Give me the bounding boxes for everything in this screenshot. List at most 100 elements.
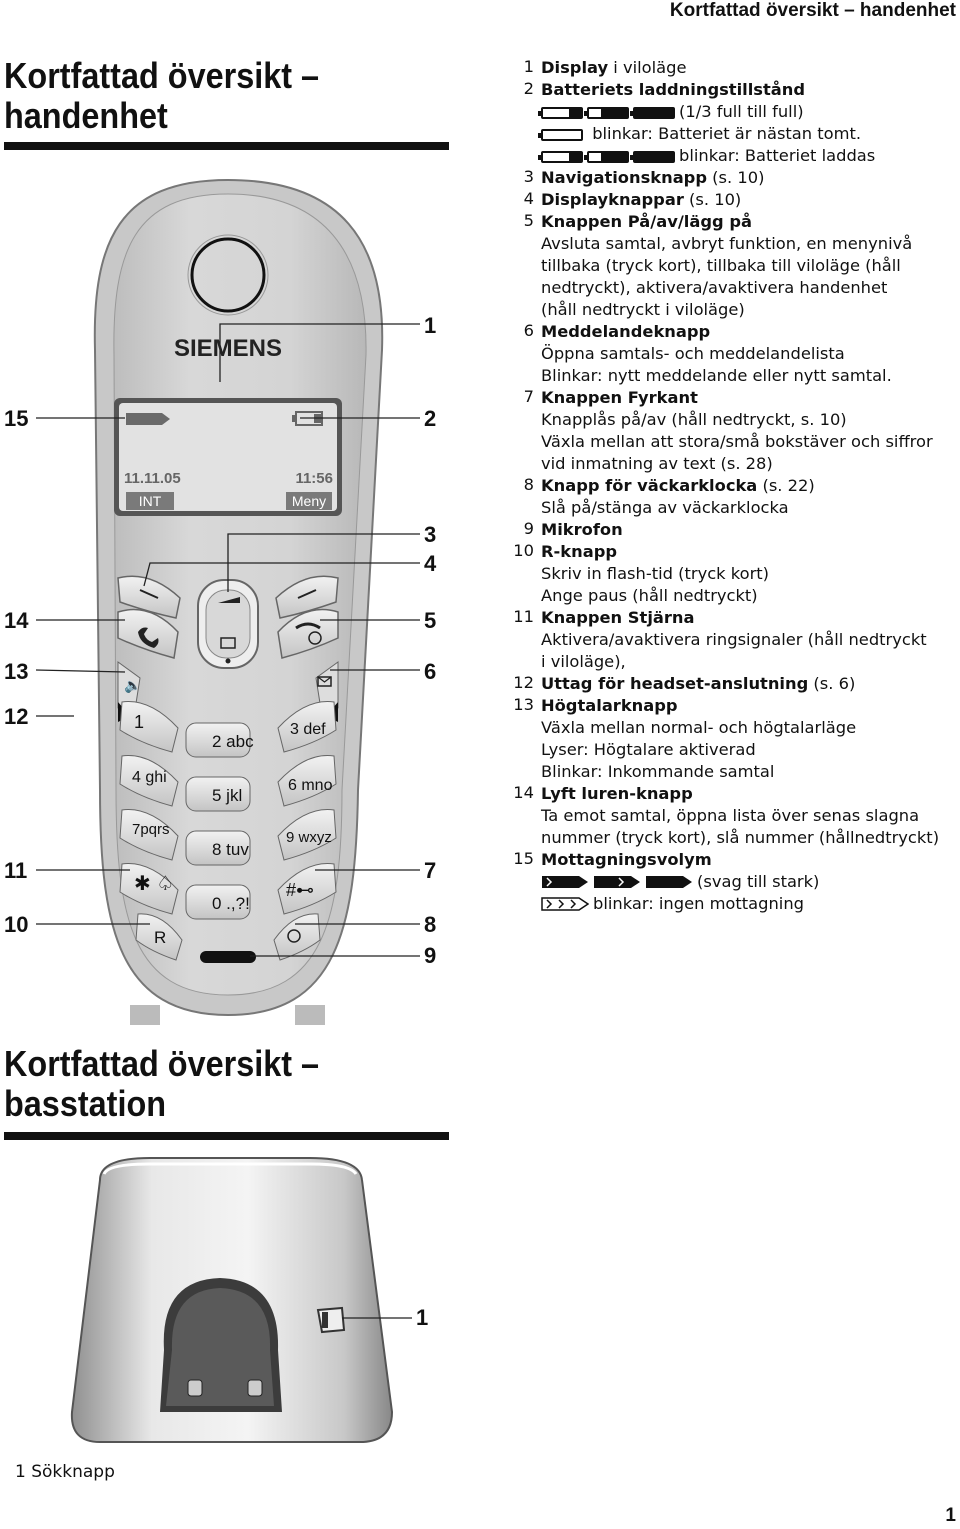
svg-text:9 wxyz: 9 wxyz bbox=[286, 829, 332, 846]
legend-item-14: 14 Lyft luren-knapp Ta emot samtal, öppn… bbox=[508, 783, 953, 849]
svg-text:5 jkl: 5 jkl bbox=[212, 786, 242, 805]
key-0[interactable]: 0 .,?! bbox=[185, 884, 251, 920]
key-star[interactable]: ✱ ♤ bbox=[119, 863, 179, 915]
legend-rest: i viloläge bbox=[608, 58, 687, 77]
legend-title: Batteriets laddningstillstånd bbox=[541, 80, 806, 99]
svg-text:2 abc: 2 abc bbox=[212, 732, 254, 751]
talk-key[interactable] bbox=[117, 608, 179, 659]
legend-item-11: 11 Knappen Stjärna Aktivera/avaktivera r… bbox=[508, 607, 953, 673]
legend-item-8: 8 Knapp för väckarklocka (s. 22) Slå på/… bbox=[508, 475, 953, 519]
key-7[interactable]: 7pqrs bbox=[119, 809, 179, 861]
page-number: 1 bbox=[945, 1505, 956, 1526]
key-4[interactable]: 4 ghi bbox=[119, 755, 179, 807]
key-8[interactable]: 8 tuv bbox=[185, 830, 251, 866]
battery-two-thirds-icon bbox=[584, 151, 629, 163]
signal-weak-icon bbox=[542, 876, 588, 888]
section-rule bbox=[4, 1132, 449, 1140]
legend-title: Navigationsknapp bbox=[541, 168, 707, 187]
battery-third-icon bbox=[538, 107, 583, 119]
section-rule bbox=[4, 142, 449, 150]
legend-number: 8 bbox=[523, 475, 534, 494]
legend-number: 2 bbox=[523, 79, 534, 98]
softkey-right[interactable] bbox=[275, 575, 339, 619]
callout-11: 11 bbox=[4, 858, 28, 883]
legend-line: (1/3 full till full) bbox=[679, 102, 804, 121]
paging-button[interactable] bbox=[316, 1306, 346, 1334]
legend-line: blinkar: Batteriet är nästan tomt. bbox=[592, 124, 862, 143]
legend-item-9: 9 Mikrofon bbox=[508, 519, 953, 541]
key-6[interactable]: 6 mno bbox=[277, 755, 337, 807]
footnote: 1 Sökknapp bbox=[15, 1462, 115, 1482]
callout-12: 12 bbox=[4, 704, 29, 729]
key-5[interactable]: 5 jkl bbox=[185, 776, 251, 812]
legend-line: tillbaka (tryck kort), tillbaka till vil… bbox=[541, 256, 901, 275]
microphone bbox=[200, 951, 256, 963]
title-line-2: handenhet bbox=[4, 95, 168, 136]
key-9[interactable]: 9 wxyz bbox=[277, 809, 337, 861]
legend-number: 6 bbox=[523, 321, 534, 340]
callout-10: 10 bbox=[4, 912, 29, 937]
svg-text:3 def: 3 def bbox=[290, 721, 326, 738]
legend-rest: (s. 22) bbox=[757, 476, 815, 495]
legend-item-13: 13 Högtalarknapp Växla mellan normal- oc… bbox=[508, 695, 953, 783]
softkey-left[interactable] bbox=[117, 575, 181, 619]
legend-line: nedtryckt), aktivera/avaktivera handenhe… bbox=[541, 278, 888, 297]
svg-text:✱ ♤: ✱ ♤ bbox=[134, 873, 174, 895]
title-line-2: basstation bbox=[4, 1083, 167, 1124]
legend-line: nummer (tryck kort), slå nummer (hållned… bbox=[541, 828, 940, 847]
legend-line: Knapplås på/av (håll nedtryckt, s. 10) bbox=[541, 410, 847, 429]
legend-line: blinkar: Batteriet laddas bbox=[679, 146, 876, 165]
softkey-left-label: INT bbox=[139, 493, 162, 509]
legend-number: 9 bbox=[523, 519, 534, 538]
r-key[interactable]: R bbox=[135, 913, 183, 961]
callout-6: 6 bbox=[424, 659, 437, 684]
callout-3: 3 bbox=[424, 522, 437, 547]
base-callout-1: 1 bbox=[416, 1305, 429, 1330]
legend-line: i viloläge), bbox=[541, 652, 626, 671]
callout-1: 1 bbox=[424, 313, 437, 338]
legend-line: Ange paus (håll nedtryckt) bbox=[541, 586, 758, 605]
legend-rest: (s. 10) bbox=[707, 168, 765, 187]
legend-item-6: 6 Meddelandeknapp Öppna samtals- och med… bbox=[508, 321, 953, 387]
legend-item-5: 5 Knappen På/av/lägg på Avsluta samtal, … bbox=[508, 211, 953, 321]
legend-item-15: 15 Mottagningsvolym (svag till stark) bl… bbox=[508, 849, 953, 915]
svg-text:R: R bbox=[154, 928, 166, 947]
legend-line: (håll nedtryckt i viloläge) bbox=[541, 300, 745, 319]
key-hash[interactable]: #⊷ bbox=[277, 863, 337, 915]
legend-item-2: 2 Batteriets laddningstillstånd (1/3 ful… bbox=[508, 79, 953, 167]
legend-line: Blinkar: nytt meddelande eller nytt samt… bbox=[541, 366, 892, 385]
callout-2: 2 bbox=[424, 406, 437, 431]
callout-4: 4 bbox=[424, 551, 437, 576]
alarm-key[interactable] bbox=[273, 913, 321, 961]
legend-title: Uttag för headset-anslutning bbox=[541, 674, 809, 693]
legend-item-10: 10 R-knapp Skriv in flash-tid (tryck kor… bbox=[508, 541, 953, 607]
legend-line: vid inmatning av text (s. 28) bbox=[541, 454, 773, 473]
legend-line: Aktivera/avaktivera ringsignaler (håll n… bbox=[541, 630, 927, 649]
svg-text:4 ghi: 4 ghi bbox=[132, 769, 167, 786]
key-3[interactable]: 3 def bbox=[277, 701, 337, 753]
callout-14: 14 bbox=[4, 608, 29, 633]
battery-two-thirds-icon bbox=[584, 107, 629, 119]
legend-title: Lyft luren-knapp bbox=[541, 784, 693, 803]
title-line-1: Kortfattad översikt – bbox=[4, 55, 320, 96]
legend-rest: (s. 6) bbox=[808, 674, 856, 693]
legend-line: Slå på/stänga av väckarklocka bbox=[541, 498, 789, 517]
key-2[interactable]: 2 abc bbox=[185, 722, 254, 758]
legend-item-1: 1 Display i viloläge bbox=[508, 57, 953, 79]
legend-title: Meddelandeknapp bbox=[541, 322, 711, 341]
legend-title: Displayknappar bbox=[541, 190, 684, 209]
legend-line: Lyser: Högtalare aktiverad bbox=[541, 740, 756, 759]
battery-empty-icon bbox=[538, 129, 583, 141]
legend-item-7: 7 Knappen Fyrkant Knapplås på/av (håll n… bbox=[508, 387, 953, 475]
legend-line: Avsluta samtal, avbryt funktion, en meny… bbox=[541, 234, 913, 253]
legend-title: R-knapp bbox=[541, 542, 618, 561]
signal-medium-icon bbox=[594, 876, 640, 888]
callout-8: 8 bbox=[424, 912, 437, 937]
key-1[interactable]: 1 bbox=[119, 701, 179, 753]
legend-line: Växla mellan normal- och högtalarläge bbox=[541, 718, 857, 737]
svg-text:8 tuv: 8 tuv bbox=[212, 840, 249, 859]
legend-number: 12 bbox=[513, 673, 534, 692]
base-station-illustration bbox=[70, 1157, 412, 1443]
end-key[interactable] bbox=[277, 608, 339, 659]
section-title-handset: Kortfattad översikt – handenhet bbox=[4, 56, 319, 136]
